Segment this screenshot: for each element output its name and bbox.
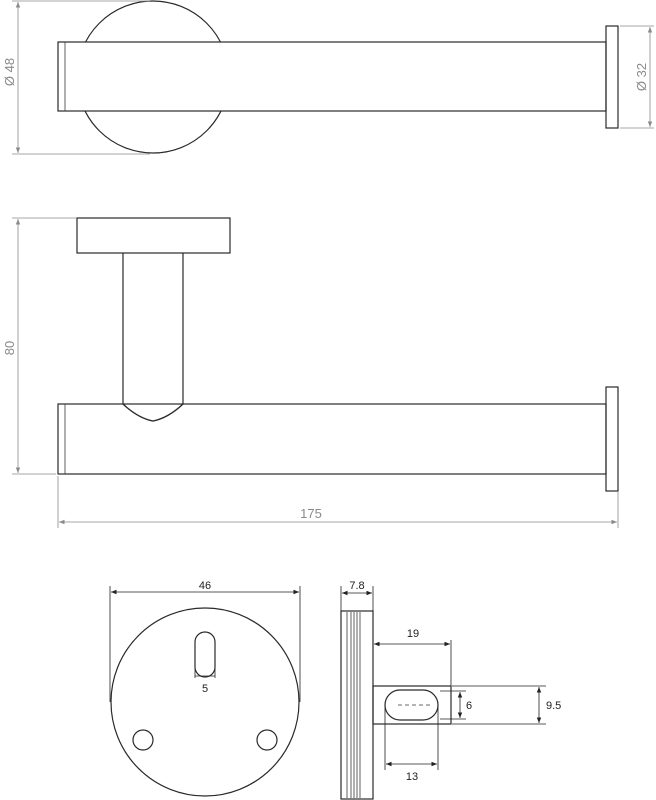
bar-outline (57, 41, 607, 112)
depth-19-label: 19 (407, 628, 419, 640)
rosette-front-view: 46 5 (109, 580, 301, 797)
outer-height-9-5-label: 9.5 (546, 700, 561, 712)
thickness-7-8-label: 7.8 (349, 580, 364, 592)
slot-length-13-label: 13 (406, 771, 418, 783)
rosette-outline (76, 0, 230, 154)
side-view: 80 175 (2, 217, 619, 528)
width-46-label: 46 (199, 580, 211, 592)
end-cap (605, 25, 619, 129)
rosette-disc (110, 607, 300, 797)
diameter-32-label: Ø 32 (634, 63, 649, 91)
section-boss (372, 685, 452, 725)
stem-join (122, 403, 184, 422)
screw-hole-right (256, 729, 278, 751)
stem-join-mask (124, 405, 182, 421)
side-end-cap (605, 386, 619, 492)
slot-height-6-label: 6 (466, 700, 472, 712)
section-hatching (346, 612, 361, 798)
rosette-section-view: 7.8 19 6 9.5 13 (340, 580, 561, 800)
section-slot (384, 689, 439, 721)
slot-width-5-label: 5 (202, 683, 208, 695)
height-80-label: 80 (2, 341, 17, 355)
length-175-label: 175 (300, 506, 322, 521)
wall-plate (76, 217, 231, 254)
stem (122, 253, 184, 422)
diameter-48-label: Ø 48 (2, 58, 17, 86)
screw-hole-left (132, 729, 154, 751)
top-view: Ø 48 Ø 32 (2, 0, 654, 155)
keyhole-slot (194, 631, 216, 678)
